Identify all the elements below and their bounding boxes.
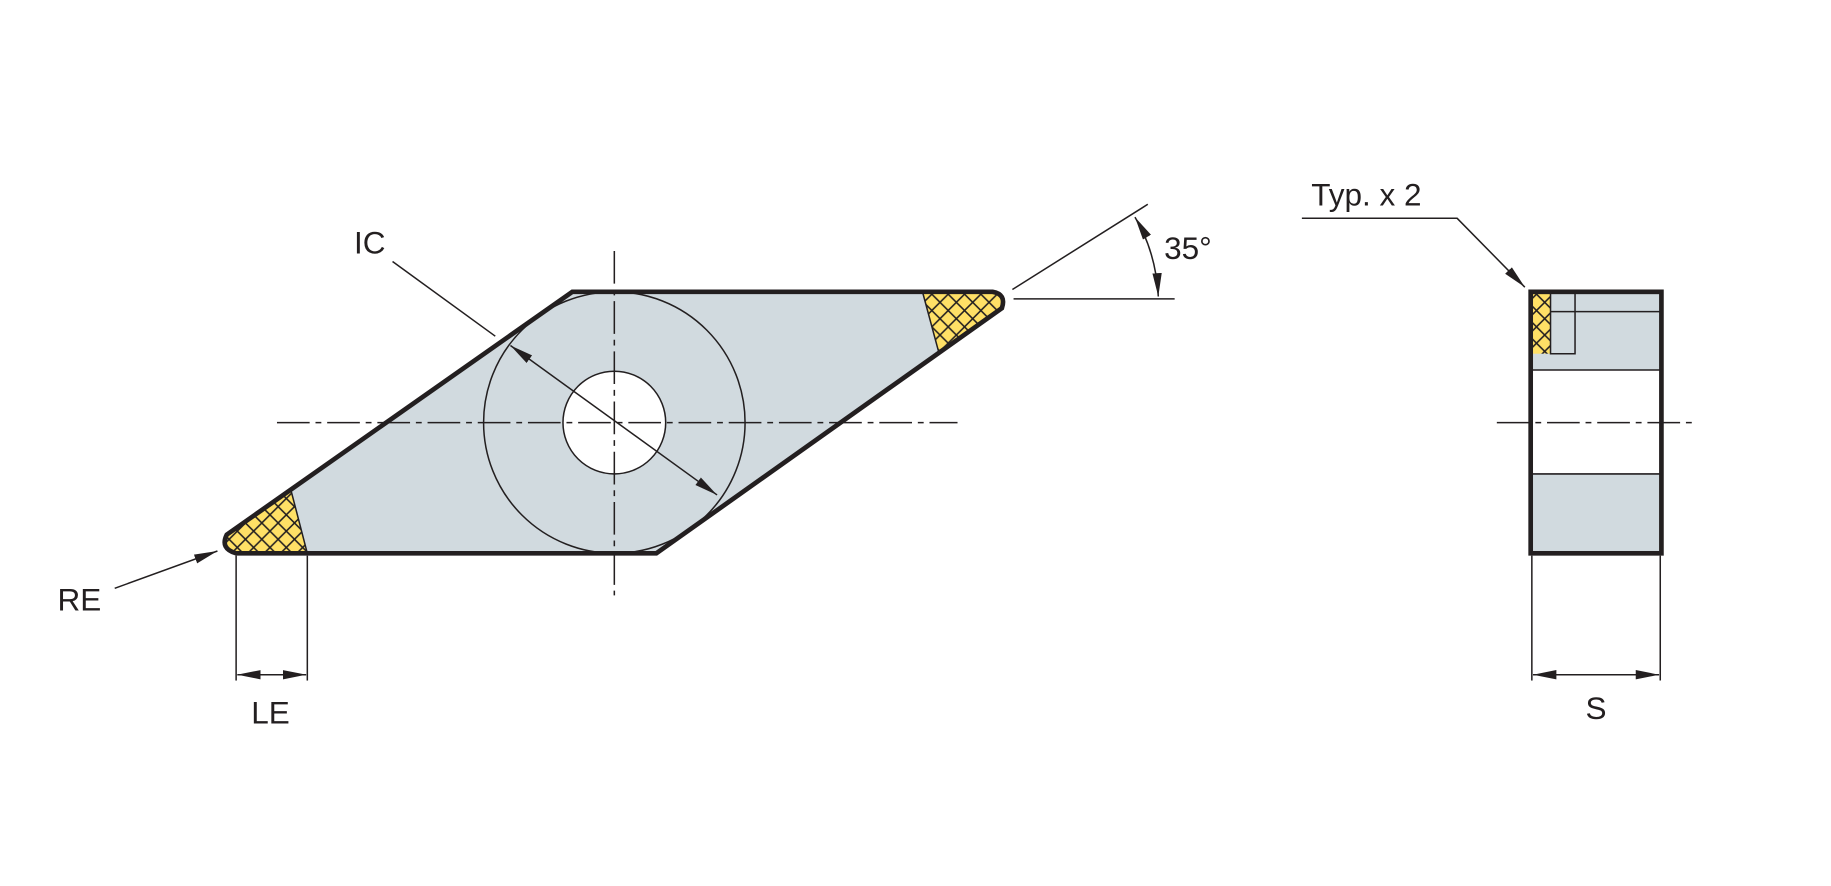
ic-dimension-arrow xyxy=(509,344,718,496)
side-bottom-band xyxy=(1530,473,1662,554)
re-label: RE xyxy=(58,582,102,618)
le-label: LE xyxy=(251,695,290,731)
angle-extension-line xyxy=(1011,203,1149,291)
side-view: Typ. x 2 S xyxy=(1301,176,1696,726)
ic-label: IC xyxy=(354,224,386,260)
top-view: IC 35° RE LE xyxy=(58,203,1212,731)
insert-outline xyxy=(222,289,1006,556)
typ-label: Typ. x 2 xyxy=(1311,176,1421,212)
ic-leader xyxy=(392,260,496,337)
angle-label: 35° xyxy=(1164,230,1212,266)
side-inner-lines xyxy=(1530,291,1662,475)
typ-leader xyxy=(1301,217,1526,288)
angle-arc xyxy=(1134,216,1162,297)
s-label: S xyxy=(1586,690,1607,726)
side-top-band xyxy=(1530,291,1662,371)
side-cutting-edge xyxy=(1531,292,1551,354)
re-leader xyxy=(114,550,218,590)
